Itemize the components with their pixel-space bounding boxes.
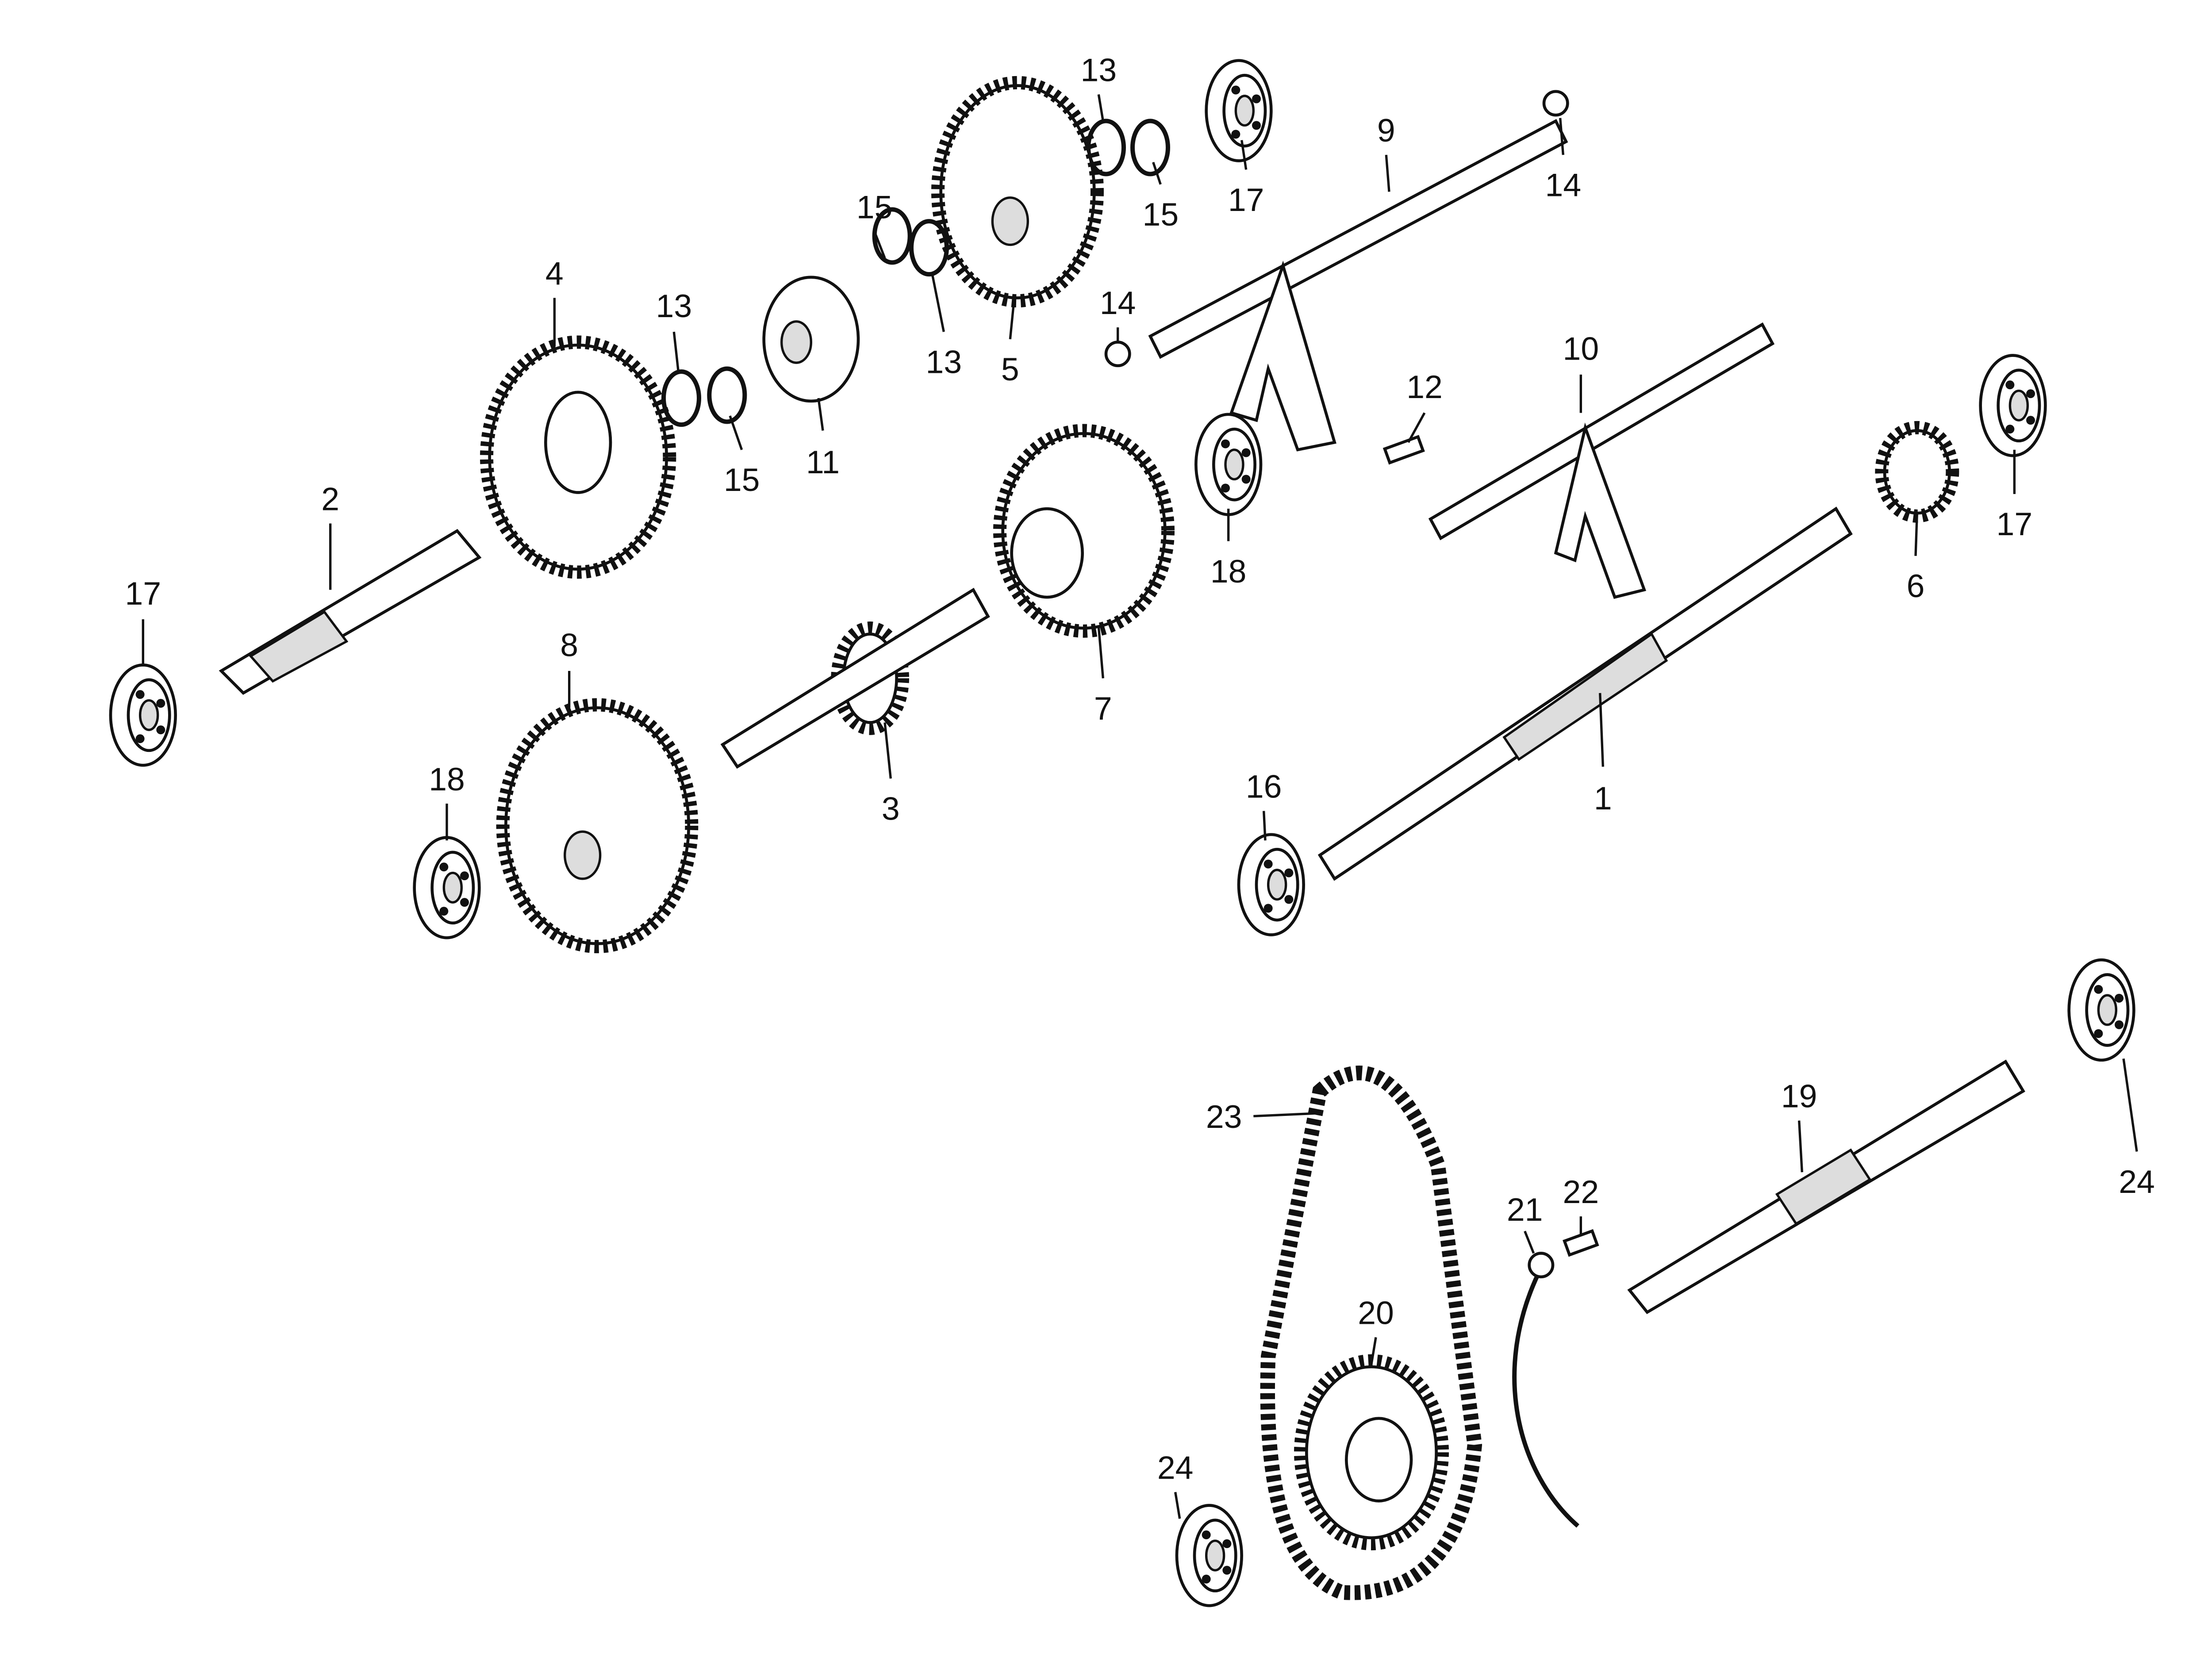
label-13: 13: [1081, 52, 1117, 88]
bearing-17-top: [1206, 61, 1271, 161]
sprocket-20: [1294, 1354, 1449, 1551]
chain-joint-21: [1528, 1252, 1555, 1279]
label-13: 13: [926, 344, 962, 380]
label-5: 5: [1001, 351, 1019, 387]
label-24: 24: [2119, 1164, 2155, 1200]
chain-23: [1260, 1066, 1482, 1600]
label-8: 8: [560, 627, 578, 663]
leader-lines: [142, 94, 2138, 1519]
label-17: 17: [1997, 506, 2033, 542]
bearing-18-left: [415, 838, 480, 938]
chain-joint-wire-21: [1512, 1267, 1579, 1528]
label-16: 16: [1246, 769, 1282, 805]
label-18: 18: [429, 761, 465, 797]
label-14: 14: [1545, 167, 1582, 203]
label-24: 24: [1157, 1450, 1194, 1486]
label-19: 19: [1781, 1078, 1817, 1115]
gear-7: [993, 424, 1175, 638]
bearing-17-right: [1981, 356, 2046, 456]
shaft-1: [1317, 506, 1853, 881]
hub-11: [762, 276, 860, 403]
label-13: 13: [656, 288, 692, 324]
gear-4: [480, 335, 676, 579]
shaft-19: [1627, 1059, 2025, 1315]
label-15: 15: [1143, 196, 1179, 233]
label-4: 4: [545, 256, 564, 292]
label-2: 2: [321, 481, 339, 517]
label-23: 23: [1206, 1099, 1242, 1135]
circlip-15: [709, 369, 745, 422]
clip-14: [1104, 341, 1131, 368]
label-17: 17: [125, 575, 161, 612]
label-17: 17: [1228, 182, 1264, 218]
label-1: 1: [1594, 780, 1612, 816]
gear-6: [1875, 421, 1959, 523]
bearing-24-right: [2069, 960, 2134, 1060]
gear-8: [496, 698, 699, 954]
shift-fork-shaft-10: [1428, 322, 1775, 599]
label-6: 6: [1907, 568, 1925, 604]
label-15: 15: [724, 462, 760, 498]
label-7: 7: [1094, 690, 1112, 727]
gear-5: [931, 76, 1104, 308]
bearing-18-mid: [1196, 414, 1261, 515]
part-labels: 13 17 9 14 15 15 13 5 14 4 13 15 11 12 1…: [125, 52, 2155, 1486]
label-21: 21: [1507, 1192, 1543, 1228]
label-18: 18: [1210, 553, 1247, 590]
label-3: 3: [882, 791, 900, 827]
label-15: 15: [856, 189, 893, 226]
label-12: 12: [1406, 369, 1443, 405]
shaft-2: [219, 529, 482, 695]
circlip-15: [1133, 121, 1168, 174]
label-9: 9: [1377, 112, 1395, 149]
label-10: 10: [1563, 331, 1599, 367]
shaft-3: [720, 587, 990, 769]
bearing-16: [1239, 835, 1304, 935]
label-22: 22: [1563, 1174, 1599, 1210]
label-20: 20: [1358, 1295, 1394, 1331]
pin-12: [1382, 435, 1425, 465]
bearing-17-left: [111, 665, 176, 766]
pin-22: [1563, 1229, 1599, 1257]
label-14: 14: [1100, 285, 1136, 321]
label-11: 11: [806, 444, 840, 480]
clip-14: [1542, 90, 1569, 117]
shift-fork-shaft-9: [1148, 119, 1568, 452]
bearing-24-bottom: [1177, 1506, 1242, 1606]
